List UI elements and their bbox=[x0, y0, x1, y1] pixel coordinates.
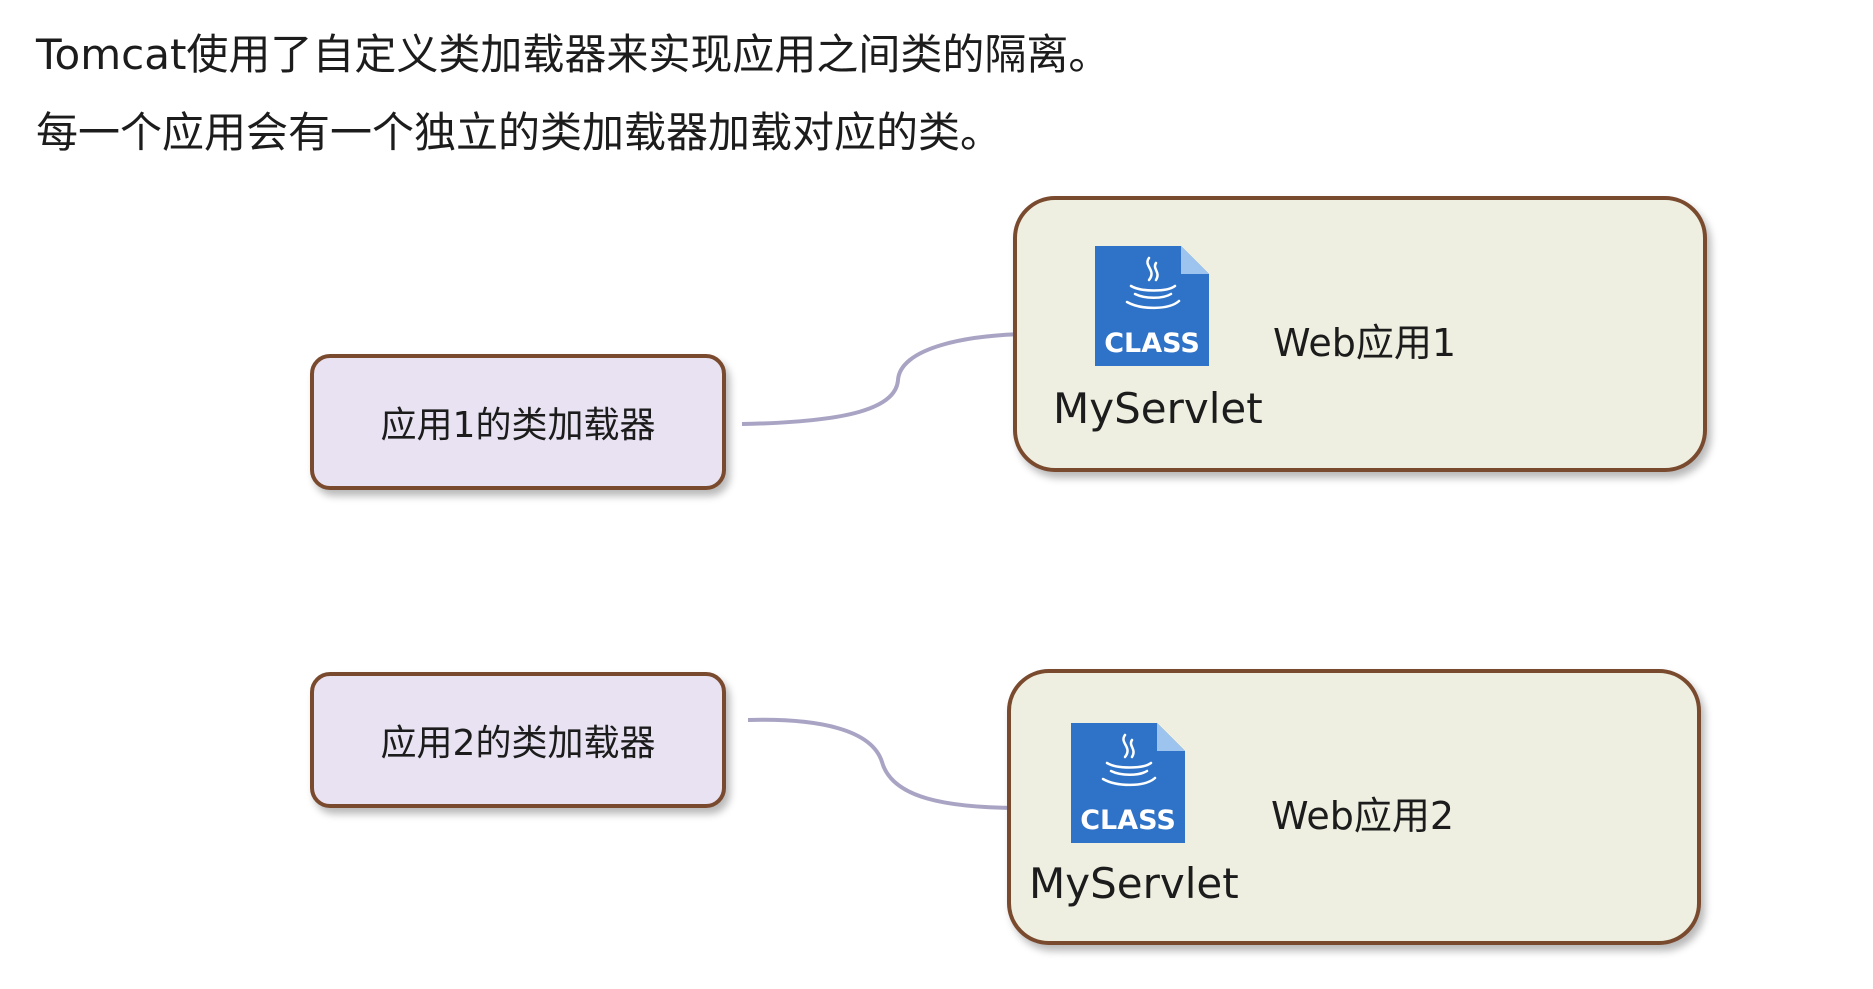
app2-class-loader-box: 应用2的类加载器 bbox=[310, 672, 726, 808]
connector-loader1-to-webapp1 bbox=[741, 327, 1057, 426]
class-file-name: MyServlet bbox=[1029, 859, 1239, 908]
web-app-1-box: CLASS MyServlet Web应用1 bbox=[1013, 196, 1707, 472]
web-app-2-label: Web应用2 bbox=[1271, 794, 1455, 838]
web-app-2-box: CLASS MyServlet Web应用2 bbox=[1007, 669, 1701, 945]
heading-line-1: Tomcat使用了自定义类加载器来实现应用之间类的隔离。 bbox=[36, 30, 1111, 79]
heading-line-2: 每一个应用会有一个独立的类加载器加载对应的类。 bbox=[36, 108, 1003, 157]
web-app-1-label: Web应用1 bbox=[1273, 321, 1457, 365]
class-file-name: MyServlet bbox=[1053, 384, 1263, 433]
app2-class-loader-label: 应用2的类加载器 bbox=[380, 723, 656, 764]
class-icon-text: CLASS bbox=[1080, 805, 1176, 836]
class-icon-text: CLASS bbox=[1104, 328, 1200, 359]
java-class-file-icon: CLASS bbox=[1071, 723, 1185, 843]
connector-loader2-to-webapp2 bbox=[747, 717, 1024, 814]
app1-class-loader-label: 应用1的类加载器 bbox=[380, 405, 656, 446]
java-class-file-icon: CLASS bbox=[1095, 246, 1209, 366]
app1-class-loader-box: 应用1的类加载器 bbox=[310, 354, 726, 490]
